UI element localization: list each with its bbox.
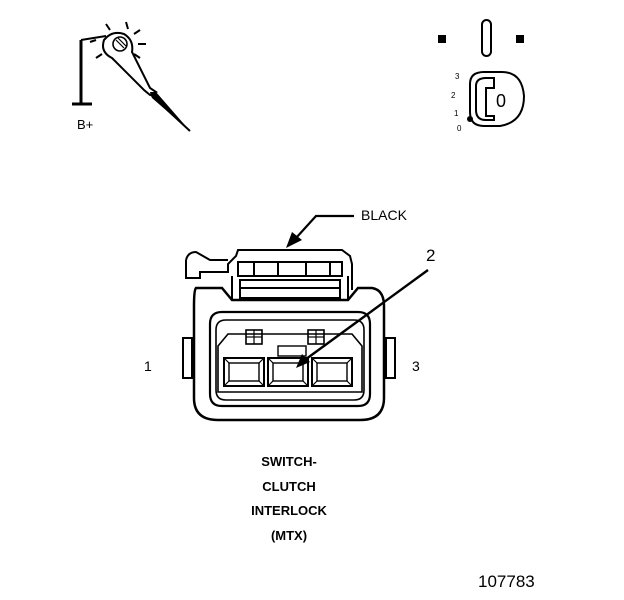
pin-callout-label: 2 (426, 246, 436, 265)
connector-name: SWITCH- CLUTCH INTERLOCK (MTX) (214, 450, 364, 548)
terminal-cavity-3 (311, 357, 353, 387)
connector-name-line: INTERLOCK (251, 503, 327, 518)
ignition-key-face-label: 0 (496, 91, 507, 111)
connector-name-line: (MTX) (270, 527, 308, 543)
terminal-cavity-1 (223, 357, 265, 387)
connector-name-line: CLUTCH (262, 478, 316, 494)
ignition-position-label: 0 (457, 124, 462, 133)
pin-3-label: 3 (412, 358, 420, 374)
color-leader-arrow (286, 214, 354, 248)
ignition-position-label: 2 (451, 91, 456, 100)
connector-outline (182, 249, 396, 422)
pin-1-label: 1 (144, 358, 152, 374)
battery-positive-label: B+ (77, 117, 94, 132)
ignition-position-label: 1 (454, 109, 459, 118)
ignition-position-label: 3 (455, 72, 460, 81)
figure-number: 107783 (478, 572, 535, 591)
test-light-probe-icon (72, 21, 191, 132)
ignition-key-icon (438, 19, 526, 127)
pin-2-leader-arrow (296, 269, 429, 368)
connector-name-line: SWITCH- (261, 454, 317, 469)
connector-color-label: BLACK (361, 207, 407, 223)
